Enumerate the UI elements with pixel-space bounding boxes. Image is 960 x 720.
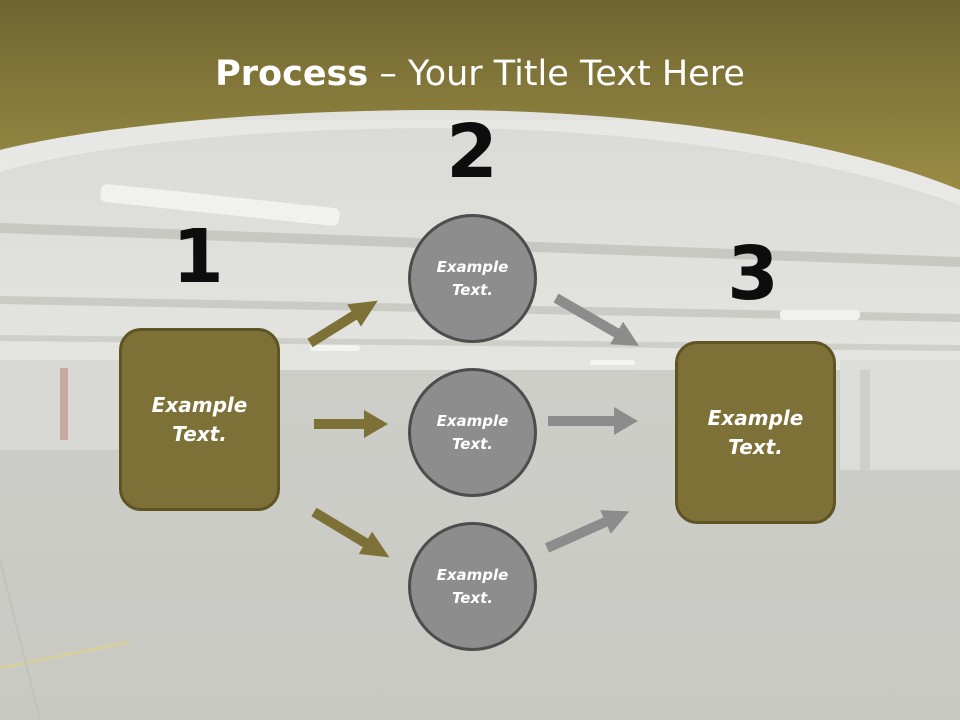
ceiling-light (310, 345, 360, 351)
circle-middle-label: Example Text. (436, 411, 509, 453)
arrow-to-circle-top (307, 300, 378, 348)
step-3-box: Example Text. (675, 341, 836, 524)
step-2-circle-middle: Example Text. (408, 368, 537, 497)
circle-bottom-label: Example Text. (436, 565, 509, 607)
arrow-from-circle-middle (548, 407, 638, 435)
arrow-from-circle-top (553, 293, 640, 346)
step-1-box: Example Text. (119, 328, 280, 511)
header-band (0, 0, 960, 190)
step-2-circle-bottom: Example Text. (408, 522, 537, 651)
step-number-2: 2 (446, 109, 498, 195)
title-rest: – Your Title Text Here (368, 54, 745, 94)
arrow-from-circle-bottom (544, 510, 630, 553)
floor-marking (0, 640, 131, 670)
title-bold: Process (215, 54, 369, 94)
step-2-circle-top: Example Text. (408, 214, 537, 343)
ceiling-light (100, 184, 340, 226)
ceiling-light (590, 360, 635, 365)
step-number-1: 1 (172, 214, 224, 300)
pillar (60, 368, 68, 440)
circle-top-label: Example Text. (436, 257, 509, 299)
header-swoosh (0, 110, 960, 205)
arrow-to-circle-middle (314, 410, 388, 438)
pillar (860, 370, 870, 470)
arrow-to-circle-bottom (311, 507, 390, 558)
ceiling-light (780, 310, 860, 320)
step-1-label: Example Text. (151, 392, 248, 446)
slide-title: Process – Your Title Text Here (0, 52, 960, 96)
step-3-label: Example Text. (707, 405, 804, 459)
step-number-3: 3 (727, 231, 779, 317)
floor-seam (0, 559, 41, 720)
